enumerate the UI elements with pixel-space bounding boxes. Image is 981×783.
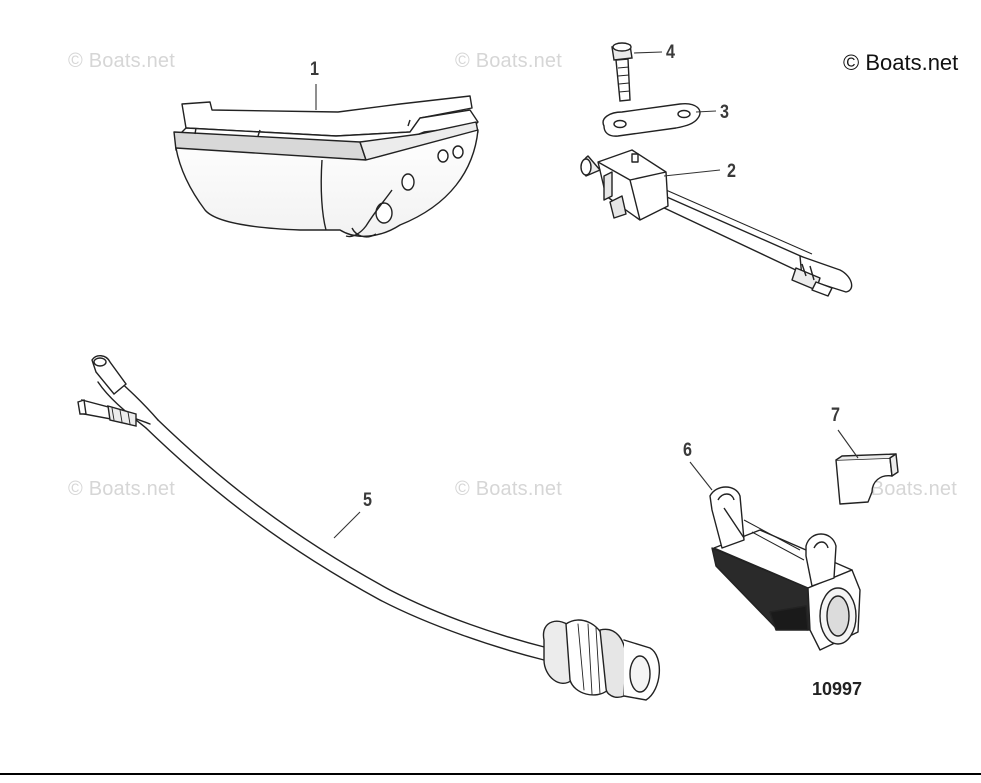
reference-number: 10997 xyxy=(812,679,863,699)
callout-6: 6 xyxy=(683,440,692,461)
watermark: © Boats.net xyxy=(68,50,175,72)
part-7-clip-plate xyxy=(835,453,899,505)
watermark: © Boats.net xyxy=(455,50,562,72)
part-1-housing xyxy=(173,95,479,238)
callout-5: 5 xyxy=(363,490,372,511)
watermark: © Boats.net xyxy=(850,478,957,500)
bottom-divider xyxy=(0,773,981,775)
callout-7: 7 xyxy=(831,405,840,426)
callout-3: 3 xyxy=(720,102,729,123)
callout-4: 4 xyxy=(666,42,675,63)
callout-1: 1 xyxy=(310,59,319,80)
part-6-bracket xyxy=(709,486,861,651)
part-3-plate xyxy=(602,103,701,137)
watermark: © Boats.net xyxy=(455,478,562,500)
callout-2: 2 xyxy=(727,161,736,182)
leader-lines xyxy=(315,51,859,539)
watermark: © Boats.net xyxy=(68,478,175,500)
part-4-screw xyxy=(611,42,633,102)
copyright-notice: © Boats.net xyxy=(843,50,959,75)
part-5-cable xyxy=(77,355,661,701)
part-2-sensor xyxy=(580,149,853,297)
